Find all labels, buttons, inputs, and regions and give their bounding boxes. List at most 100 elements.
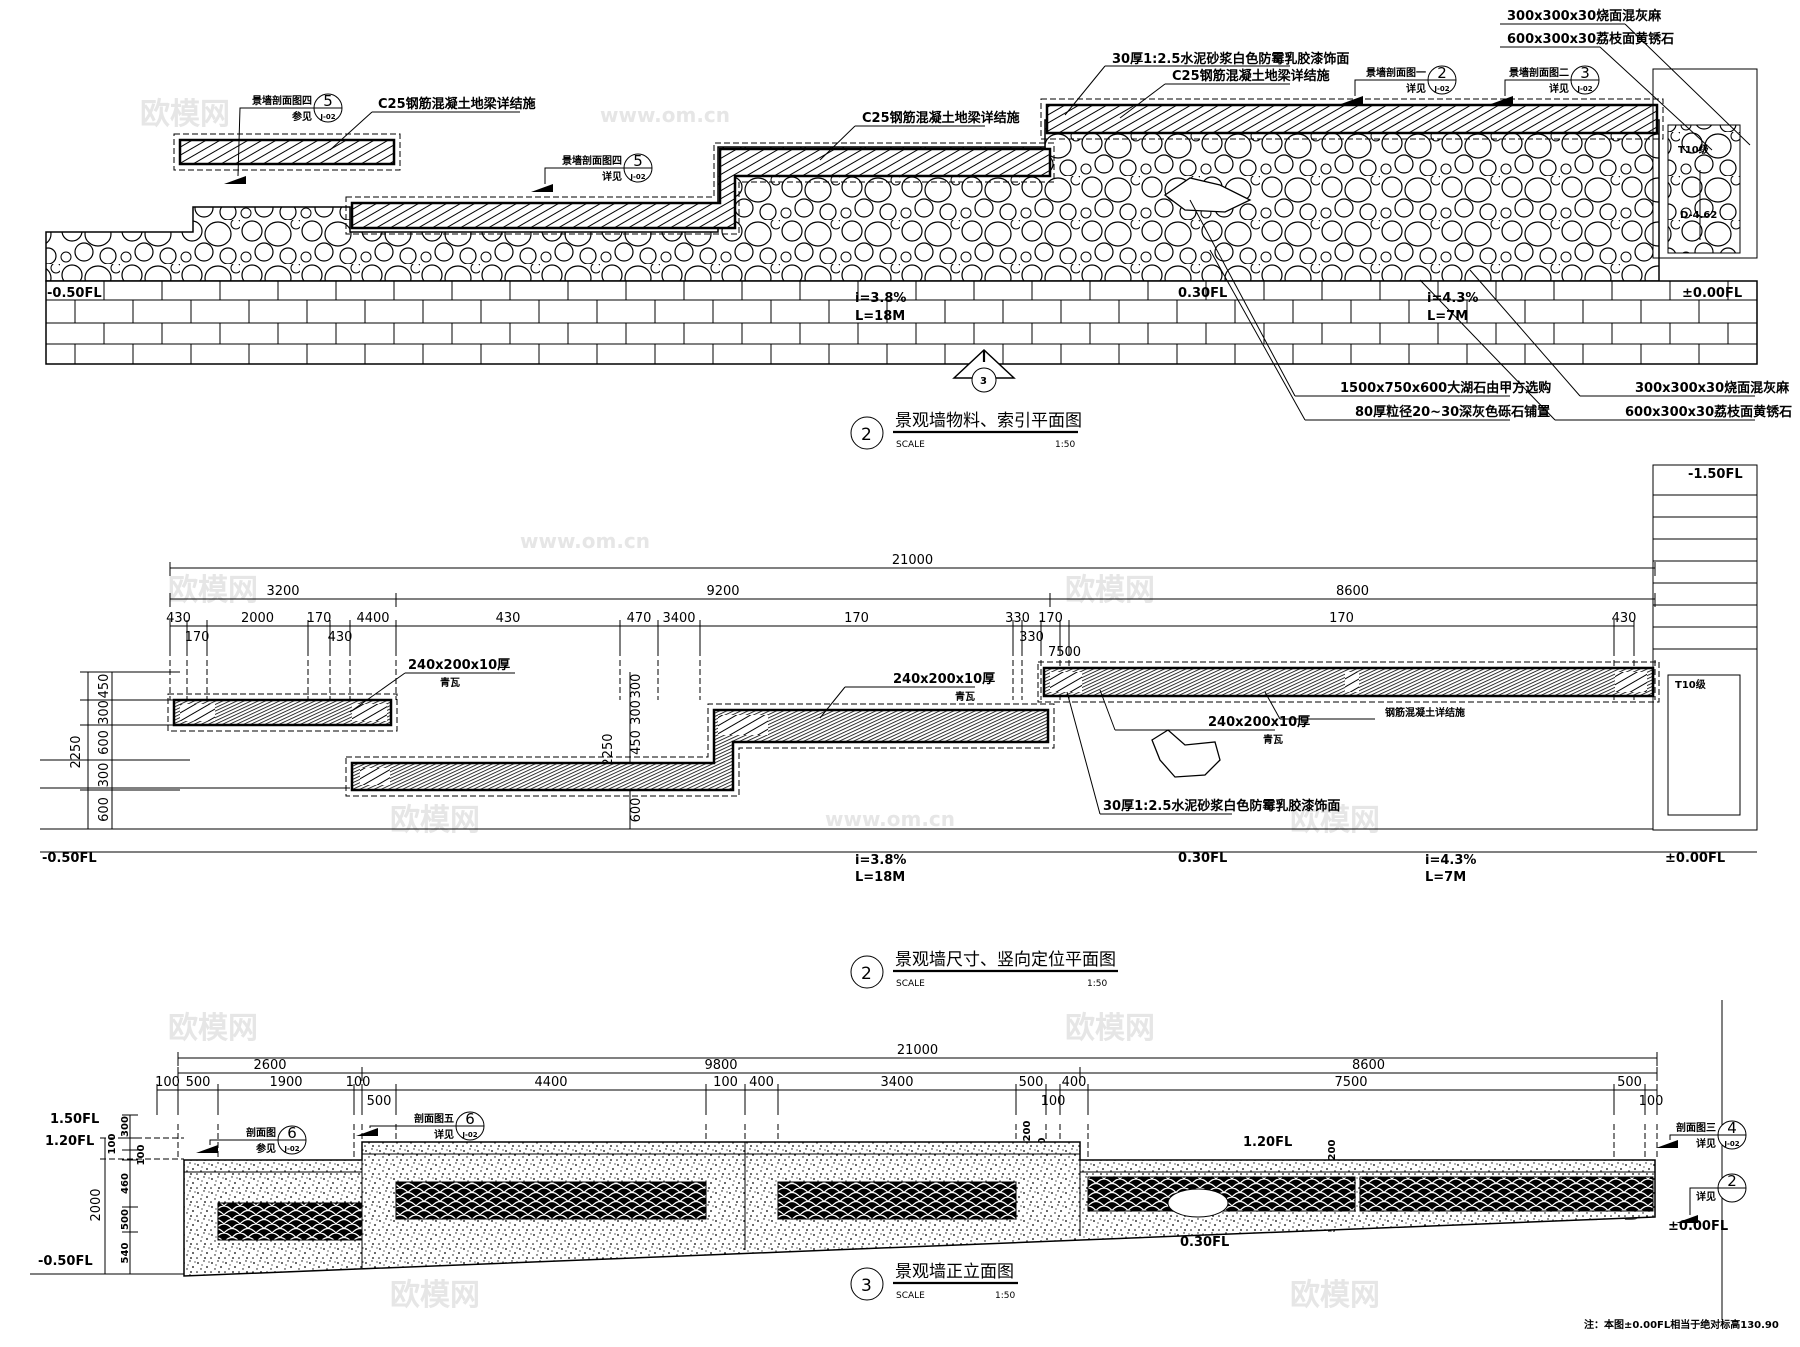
callout-sheet: J-02 xyxy=(1433,85,1449,93)
elevation-note: 注：本图±0.00FL相当于绝对标高130.90 xyxy=(1584,1318,1779,1331)
boulder xyxy=(1167,1188,1229,1218)
level-left: -0.50FL xyxy=(47,286,102,301)
level-120b: 1.20FL xyxy=(1243,1135,1292,1150)
section-arrow-icon xyxy=(1676,1215,1698,1223)
label-c25-a: C25钢筋混凝土地梁详结施 xyxy=(378,96,536,112)
cobble-area xyxy=(45,119,1660,282)
watermark-logo: 欧模网 xyxy=(140,97,230,132)
wall-strip-a xyxy=(178,138,396,166)
slope-2: i=4.3% xyxy=(1427,291,1478,306)
dimension-label: 21000 xyxy=(892,553,933,568)
callout-sheet: J-02 xyxy=(319,113,335,121)
plan2-labels: 240x200x10厚 青瓦 240x200x10厚 青瓦 240x200x10… xyxy=(42,467,1743,885)
step-label: T10级 xyxy=(1675,678,1707,691)
dimension-label: 430 xyxy=(1612,611,1637,626)
label-c25-b: C25钢筋混凝土地梁详结施 xyxy=(862,110,1020,126)
dimension-label: 300 xyxy=(629,674,644,699)
dimension-label: 450 xyxy=(629,730,644,755)
label-tile1: 240x200x10厚 xyxy=(408,657,510,673)
tile-panel xyxy=(777,1181,1017,1220)
dimension-label: 2000 xyxy=(89,1188,104,1221)
section-callouts: 5J-02景墙剖面图四参见5J-02景墙剖面图四详见2J-02景墙剖面图一详见3… xyxy=(224,64,1600,192)
watermark-logo: 欧模网 xyxy=(390,803,480,838)
label-tile3b: 青瓦 xyxy=(1263,733,1283,746)
label-finish: 30厚1:2.5水泥砂浆白色防霉乳胶漆饰面 xyxy=(1112,51,1349,67)
callout-ref: 详见 xyxy=(434,1128,454,1141)
drawing-number: 2 xyxy=(861,425,872,445)
level-top: -1.50FL xyxy=(1688,467,1743,482)
callout-leader xyxy=(209,1139,278,1145)
dimension-label: 4400 xyxy=(534,1075,567,1090)
section-arrow-icon xyxy=(531,184,553,192)
dimension-label: 300 xyxy=(629,700,644,725)
dimension-label: 170 xyxy=(1329,611,1354,626)
watermark-logo: 欧模网 xyxy=(168,573,258,608)
callout-label: 景墙剖面图二 xyxy=(1509,66,1569,79)
plan2-title-block: 2 景观墙尺寸、竖向定位平面图 SCALE 1:50 xyxy=(850,950,1118,989)
label-c25-c: C25钢筋混凝土地梁详结施 xyxy=(1172,68,1330,84)
slope-note: D-4.62 xyxy=(1680,210,1717,221)
section-arrow-icon xyxy=(1491,96,1513,104)
callout-number: 3 xyxy=(1580,64,1590,82)
dimension-label: 400 xyxy=(749,1075,774,1090)
dimension-label: 3400 xyxy=(880,1075,913,1090)
callout-number: 5 xyxy=(633,152,643,170)
dimension-label: 2250 xyxy=(69,735,84,768)
callout-leader xyxy=(1504,79,1571,96)
level-150: 1.50FL xyxy=(50,1112,99,1127)
dimension-label: 170 xyxy=(307,611,332,626)
section-arrow-icon xyxy=(356,1128,378,1136)
steps: T10级 D-4.62 xyxy=(1652,68,1758,259)
level-mid: 0.30FL xyxy=(1178,286,1227,301)
watermark-logo: 欧模网 xyxy=(1065,1011,1155,1046)
elevation-title-block: 3 景观墙正立面图 SCALE 1:50 xyxy=(850,1262,1018,1301)
dimension-label: 8600 xyxy=(1352,1058,1385,1073)
callout-sheet: J-02 xyxy=(283,1145,299,1153)
callout-label: 景墙剖面图四 xyxy=(562,154,622,167)
dimension-label: 7500 xyxy=(1334,1075,1367,1090)
dimension-label: 500 xyxy=(1617,1075,1642,1090)
dimension-label: 8600 xyxy=(1336,584,1369,599)
dimension-label: 600 xyxy=(97,797,112,822)
section-mark: 3 xyxy=(952,348,1016,393)
callout-leader xyxy=(237,107,314,177)
label-finish: 30厚1:2.5水泥砂浆白色防霉乳胶漆饰面 xyxy=(1103,798,1340,814)
dimension-label: 1900 xyxy=(269,1075,302,1090)
elevation-levels: 1.50FL 1.20FL -0.50FL 1.20FL 0.30FL ±0.0… xyxy=(38,1112,1728,1269)
callout-ref: 详见 xyxy=(1696,1190,1716,1203)
dimension-label: 540 xyxy=(120,1243,131,1264)
dimension-label: 400 xyxy=(1062,1075,1087,1090)
dimension-label: 100 xyxy=(107,1134,118,1155)
dimension-label: 430 xyxy=(328,630,353,645)
dimension-label: 300 xyxy=(97,763,112,788)
dimension-label: 100 xyxy=(346,1075,371,1090)
dimension-label: 9200 xyxy=(706,584,739,599)
drawing-title: 景观墙物料、索引平面图 xyxy=(895,411,1082,431)
watermark-logo: 欧模网 xyxy=(1290,1278,1380,1313)
dimension-label: 600 xyxy=(629,798,644,823)
callout-ref: 详见 xyxy=(1406,82,1426,95)
callout-ref: 详见 xyxy=(602,170,622,183)
callout-number: 2 xyxy=(1727,1172,1737,1190)
callout-ref: 详见 xyxy=(1696,1137,1716,1150)
wall-strip-d xyxy=(1045,103,1659,135)
callout-label: 剖面图五 xyxy=(414,1112,454,1125)
slope-2: i=4.3% xyxy=(1425,853,1476,868)
dimension-label: 500 xyxy=(120,1209,131,1230)
section-arrow-icon xyxy=(224,176,246,184)
drawing-title: 景观墙尺寸、竖向定位平面图 xyxy=(895,950,1116,970)
dimension-label: 300 xyxy=(120,1116,131,1137)
dimension-label: 500 xyxy=(1019,1075,1044,1090)
dimension-label: 430 xyxy=(496,611,521,626)
dimension-label: 330 xyxy=(1019,630,1044,645)
callout-label: 剖面图 xyxy=(246,1126,276,1139)
dimension-label: 2250 xyxy=(601,733,616,766)
boulder xyxy=(1163,177,1252,213)
watermark-url: www.om.cn xyxy=(520,529,650,553)
dimension-label: 200 xyxy=(1327,1140,1338,1161)
dimension-label: 2600 xyxy=(253,1058,286,1073)
dimension-label: 460 xyxy=(120,1173,131,1194)
